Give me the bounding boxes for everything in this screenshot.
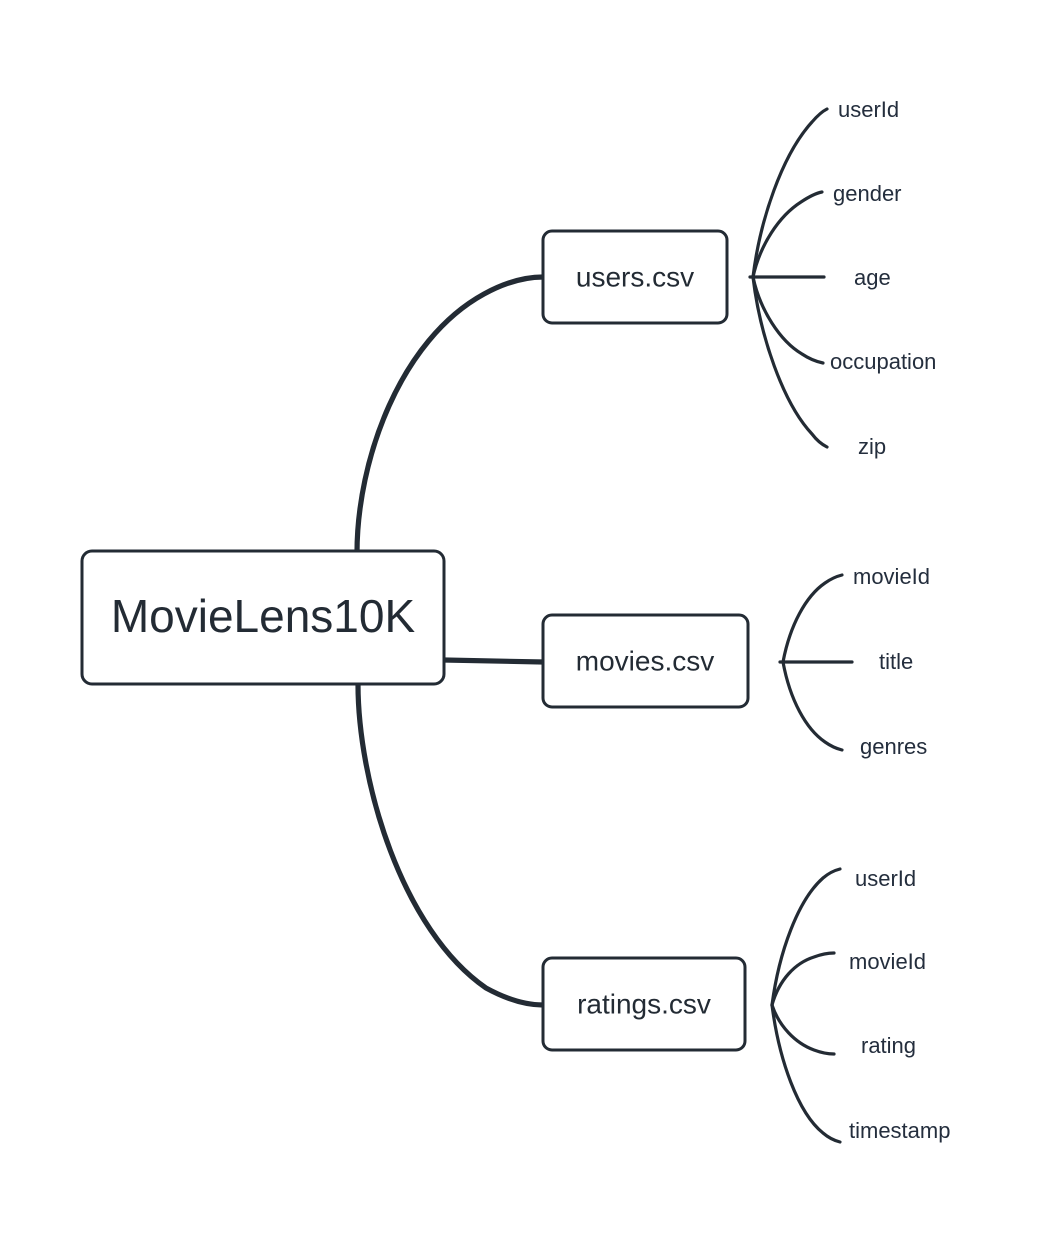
edge-ratings-timestamp xyxy=(770,1003,842,1144)
leaf-label-users-occupation: occupation xyxy=(830,349,936,374)
leaf-label-ratings-userId: userId xyxy=(855,866,916,891)
branch-movies[interactable]: movies.csv movieId title genres xyxy=(541,564,930,759)
leaf-label-ratings-movieId: movieId xyxy=(849,949,926,974)
edge-ratings-rating xyxy=(770,1003,836,1056)
node-box-movies[interactable] xyxy=(541,613,750,709)
edge-root-to-users xyxy=(354,274,546,556)
leaf-edges-users xyxy=(748,107,829,449)
edge-movies-genres xyxy=(781,660,844,752)
leaf-label-ratings-rating: rating xyxy=(861,1033,916,1058)
node-box-ratings[interactable] xyxy=(541,956,747,1052)
leaf-edges-ratings xyxy=(770,867,842,1144)
node-box-users[interactable] xyxy=(541,229,729,325)
leaf-label-users-age: age xyxy=(854,265,891,290)
edge-root-to-movies xyxy=(441,657,546,665)
node-label-users: users.csv xyxy=(576,261,694,292)
edge-users-zip xyxy=(751,275,829,449)
edge-movies-movieId xyxy=(781,573,844,664)
edge-root-to-ratings xyxy=(355,681,546,1008)
branch-ratings[interactable]: ratings.csv userId movieId rating timest… xyxy=(541,866,950,1144)
root-branch-edges xyxy=(354,274,546,1008)
leaf-label-movies-title: title xyxy=(879,649,913,674)
leaf-edges-movies xyxy=(778,573,854,752)
leaf-label-users-zip: zip xyxy=(858,434,886,459)
node-label-ratings: ratings.csv xyxy=(577,988,711,1019)
leaf-label-movies-movieId: movieId xyxy=(853,564,930,589)
edge-users-occupation xyxy=(751,275,825,365)
branch-users[interactable]: users.csv userId gender age occupation z… xyxy=(541,97,936,459)
leaf-label-users-gender: gender xyxy=(833,181,902,206)
leaf-label-ratings-timestamp: timestamp xyxy=(849,1118,950,1143)
edge-ratings-userId xyxy=(770,867,842,1007)
edge-ratings-movieId xyxy=(770,951,836,1007)
leaf-label-users-userId: userId xyxy=(838,97,899,122)
node-box-root[interactable] xyxy=(80,549,446,686)
edge-users-gender xyxy=(751,190,824,279)
node-label-movies: movies.csv xyxy=(576,645,714,676)
node-label-root: MovieLens10K xyxy=(111,590,416,642)
leaf-label-movies-genres: genres xyxy=(860,734,927,759)
root-node[interactable]: MovieLens10K xyxy=(80,549,446,686)
edge-users-userId xyxy=(751,107,829,279)
